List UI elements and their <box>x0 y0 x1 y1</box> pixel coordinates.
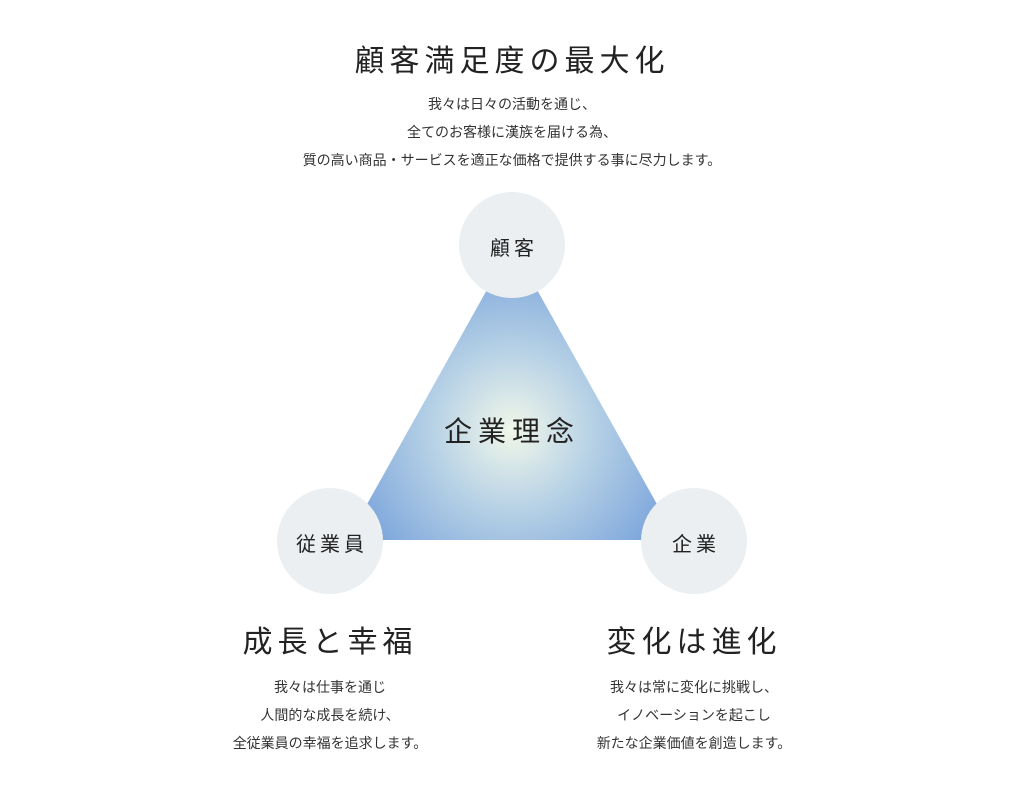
intro-text: 我々は日々の活動を通じ、 全てのお客様に漢族を届ける為、 質の高い商品・サービス… <box>0 91 1024 175</box>
node-employee: 従業員 <box>296 532 368 556</box>
node-circle-left <box>277 488 383 594</box>
right-text: 我々は常に変化に挑戦し、 イノベーションを起こし 新たな企業価値を創造します。 <box>524 674 864 758</box>
node-company: 企業 <box>672 532 720 556</box>
left-text: 我々は仕事を通じ 人間的な成長を続け、 全従業員の幸福を追求します。 <box>160 674 500 758</box>
center-label: 企業理念 <box>443 415 580 448</box>
intro-line: 我々は日々の活動を通じ、 <box>428 97 596 113</box>
node-circle-top <box>459 192 565 298</box>
right-line: 我々は常に変化に挑戦し、 <box>610 680 778 696</box>
triangle <box>347 245 677 540</box>
left-line: 人間的な成長を続け、 <box>260 708 400 724</box>
left-line: 全従業員の幸福を追求します。 <box>232 736 428 752</box>
node-circle-right <box>641 488 747 594</box>
right-heading: 変化は進化 <box>606 625 782 660</box>
left-line: 我々は仕事を通じ <box>274 680 386 696</box>
left-heading: 成長と幸福 <box>242 625 418 660</box>
page-title: 顧客満足度の最大化 <box>354 44 670 79</box>
intro-line: 全てのお客様に漢族を届ける為、 <box>407 125 617 141</box>
intro-line: 質の高い商品・サービスを適正な価格で提供する事に尽力します。 <box>302 153 722 169</box>
right-line: イノベーションを起こし <box>617 708 771 724</box>
node-customer: 顧客 <box>490 236 538 260</box>
right-line: 新たな企業価値を創造します。 <box>596 736 792 752</box>
